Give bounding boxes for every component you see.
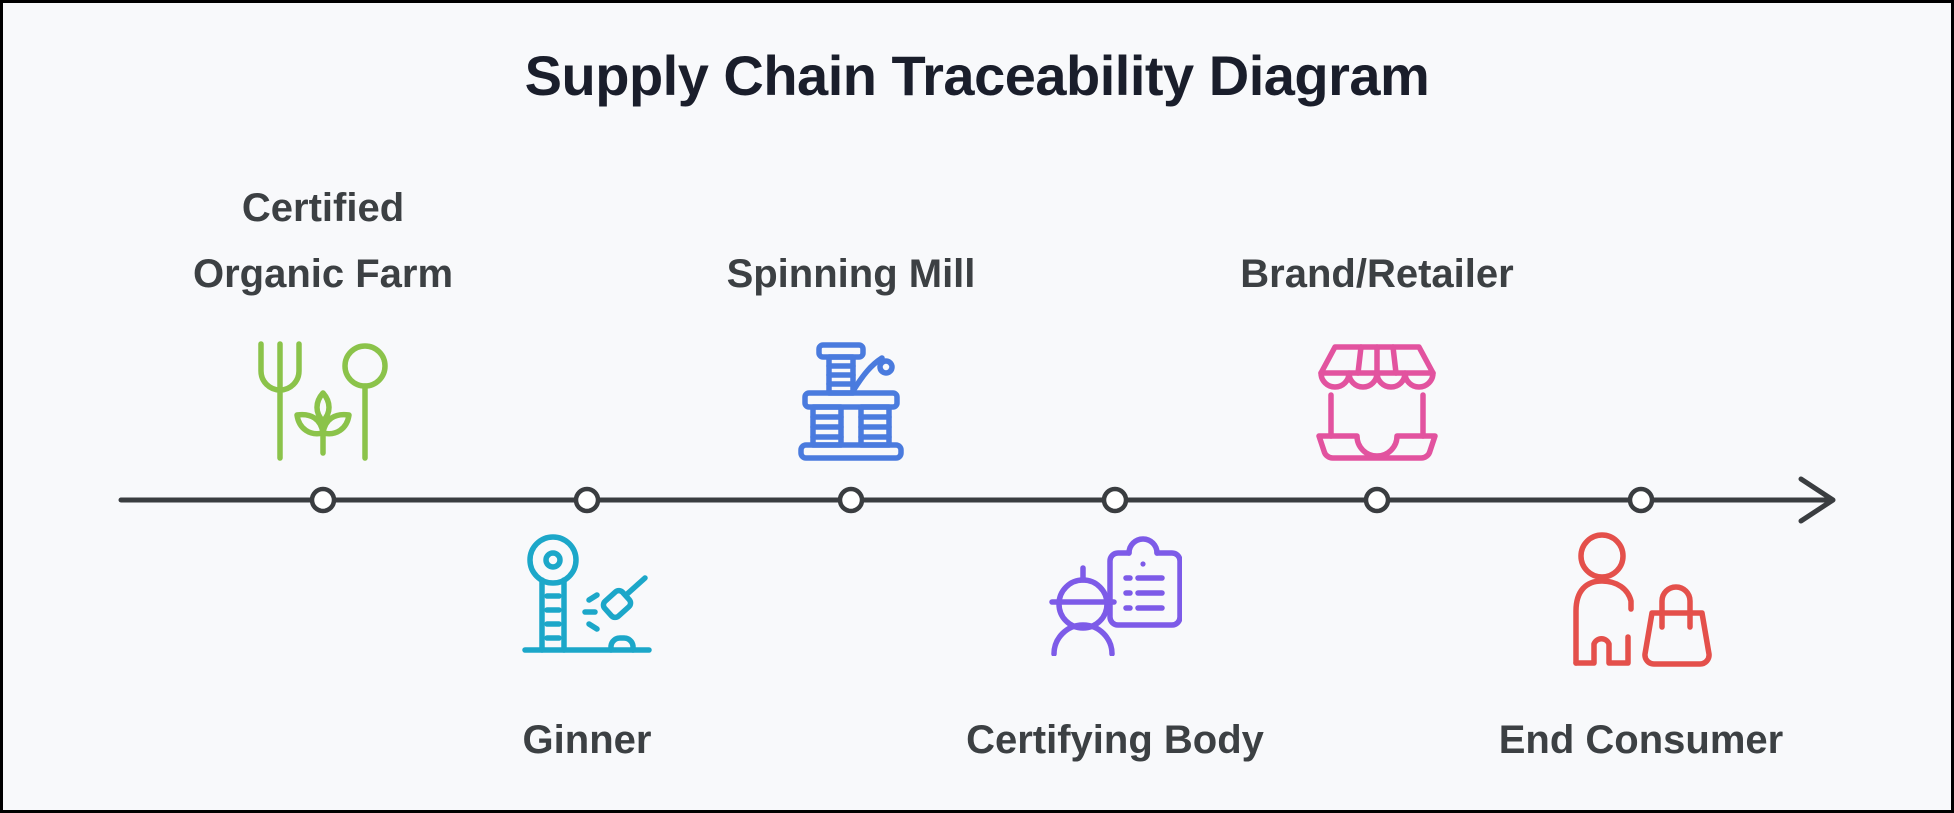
stage-label-certified-organic-farm: Certified Organic Farm bbox=[103, 175, 543, 307]
timeline-axis bbox=[118, 476, 1836, 524]
page-title: Supply Chain Traceability Diagram bbox=[524, 44, 1430, 107]
timeline-node bbox=[1627, 486, 1655, 514]
gin-machine-icon bbox=[521, 534, 653, 656]
label-line: End Consumer bbox=[1498, 718, 1784, 762]
stage-label-brand-retailer: Brand/Retailer bbox=[1157, 241, 1597, 307]
storefront-icon bbox=[1313, 341, 1441, 465]
label-line: Spinning Mill bbox=[726, 252, 976, 296]
stage-label-ginner: Ginner bbox=[367, 707, 807, 773]
arrow-right-icon bbox=[1798, 476, 1836, 524]
timeline-node bbox=[309, 486, 337, 514]
timeline-node bbox=[1101, 486, 1129, 514]
label-line: Brand/Retailer bbox=[1240, 252, 1514, 296]
timeline-node bbox=[1363, 486, 1391, 514]
label-line: Certified bbox=[241, 186, 405, 230]
label-line: Organic Farm bbox=[192, 252, 454, 296]
stage-label-spinning-mill: Spinning Mill bbox=[631, 241, 1071, 307]
inspector-clipboard-icon bbox=[1048, 534, 1182, 656]
farm-icon bbox=[258, 341, 388, 461]
spool-icon bbox=[791, 341, 911, 465]
shopper-icon bbox=[1570, 531, 1712, 669]
timeline-node bbox=[573, 486, 601, 514]
label-line: Ginner bbox=[522, 718, 652, 762]
timeline-node bbox=[837, 486, 865, 514]
stage-label-certifying-body: Certifying Body bbox=[895, 707, 1335, 773]
stage-label-end-consumer: End Consumer bbox=[1421, 707, 1861, 773]
label-line: Certifying Body bbox=[966, 718, 1264, 762]
